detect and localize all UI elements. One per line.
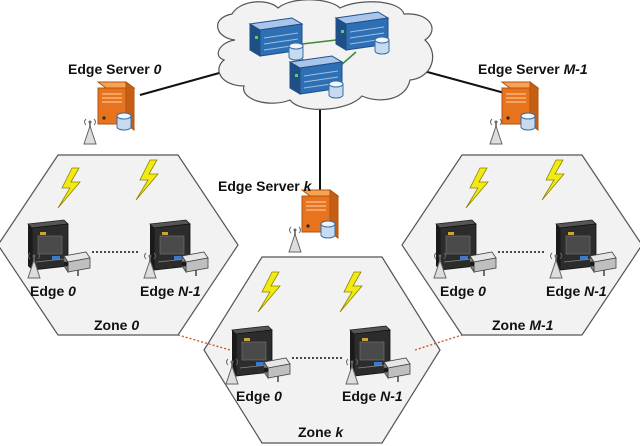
edge-server-icon bbox=[98, 82, 134, 130]
link-cloud-server-0 bbox=[139, 69, 231, 96]
zone-m1-edge-last-label: Edge N-1 bbox=[546, 283, 607, 299]
antenna-icon bbox=[83, 118, 97, 145]
zone-k-label: Zone k bbox=[298, 424, 344, 440]
zone-link-left bbox=[177, 334, 231, 351]
rack-server-icon bbox=[336, 12, 389, 54]
edge-server-icon bbox=[502, 82, 538, 130]
antenna-icon bbox=[489, 118, 503, 145]
link-cloud-server-m1 bbox=[419, 69, 513, 96]
rack-server-icon bbox=[290, 56, 343, 98]
antenna-icon bbox=[288, 226, 302, 253]
zone-m1-edge-first-label: Edge 0 bbox=[440, 283, 486, 299]
zone-k-edge-first-label: Edge 0 bbox=[236, 388, 282, 404]
zone-0-label: Zone 0 bbox=[94, 317, 140, 333]
zone-m1-label: Zone M-1 bbox=[492, 317, 554, 333]
rack-server-icon bbox=[250, 18, 303, 60]
zone-0-edge-last-label: Edge N-1 bbox=[140, 283, 201, 299]
zone-0-edge-first-label: Edge 0 bbox=[30, 283, 76, 299]
zone-k-edge-last-label: Edge N-1 bbox=[342, 388, 403, 404]
zone-link-right bbox=[414, 334, 463, 351]
server-0-label: Edge Server 0 bbox=[68, 61, 162, 77]
edge-server-icon bbox=[302, 190, 338, 238]
zone-m1-hexagon bbox=[401, 154, 640, 336]
cloud-icon bbox=[217, 0, 434, 110]
server-m1-label: Edge Server M-1 bbox=[478, 61, 588, 77]
server-k-label: Edge Server k bbox=[218, 178, 312, 194]
